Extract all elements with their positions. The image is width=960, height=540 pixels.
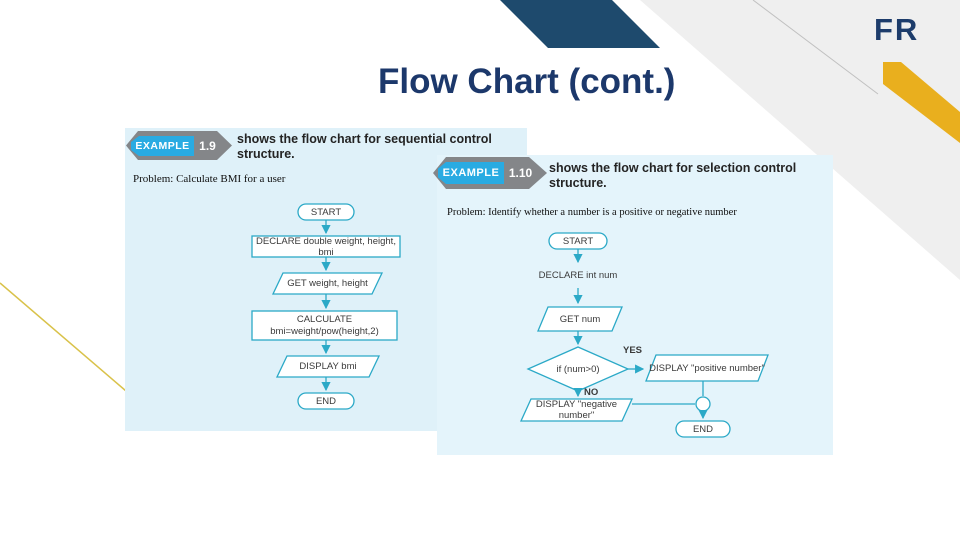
display-positive-node: DISPLAY "positive number" <box>649 362 765 374</box>
calculate-node-line2: bmi=weight/pow(height,2) <box>270 325 379 337</box>
example-heading: shows the flow chart for selection contr… <box>549 161 797 190</box>
end-node: END <box>692 423 714 435</box>
end-node: END <box>315 395 337 407</box>
example-badge-number: 1.9 <box>199 139 216 153</box>
display-node: DISPLAY bmi <box>299 361 357 372</box>
decision-node: if (num>0) <box>556 363 600 375</box>
declare-node: DECLARE double weight, height, bmi <box>256 235 396 258</box>
example-badge-number: 1.10 <box>508 166 533 180</box>
display-io-shape <box>275 355 381 378</box>
connector-circle <box>695 396 711 412</box>
calculate-node-line1: CALCULATE <box>296 313 353 325</box>
fr-logo: FR <box>874 12 920 47</box>
flowchart-1 <box>251 203 401 410</box>
example-badge-label: EXAMPLE <box>438 162 504 184</box>
start-node: START <box>562 235 594 247</box>
thin-gray-line <box>752 0 879 95</box>
end-terminator-shape <box>297 392 355 410</box>
display-positive-io-shape <box>645 354 769 382</box>
navy-stripe <box>500 0 660 48</box>
gold-stripe <box>883 62 960 143</box>
yes-branch-label: YES <box>623 345 643 356</box>
declare-node: DECLARE int num <box>538 269 618 281</box>
problem-statement: Problem: Calculate BMI for a user <box>133 173 286 185</box>
end-terminator-shape <box>675 420 731 438</box>
get-io-shape <box>271 272 384 295</box>
calculate-process-shape <box>251 310 398 341</box>
display-negative-node: DISPLAY "negative number" <box>535 399 618 421</box>
example-heading: shows the flow chart for sequential cont… <box>237 132 492 161</box>
no-branch-label: NO <box>584 387 599 398</box>
get-io-shape <box>537 306 623 332</box>
page-title: Flow Chart (cont.) <box>378 62 676 101</box>
display-negative-io-shape <box>519 398 634 422</box>
get-node: GET num <box>559 313 601 325</box>
problem-statement: Problem: Identify whether a number is a … <box>447 207 737 218</box>
example-badge-label: EXAMPLE <box>131 136 194 156</box>
start-node: START <box>310 206 342 218</box>
flowchart-2 <box>519 232 769 438</box>
example-1-10-panel: EXAMPLE 1.10 shows the flow chart for se… <box>433 155 833 455</box>
get-node: GET weight, height <box>287 278 368 289</box>
thin-yellow-line <box>0 282 127 392</box>
